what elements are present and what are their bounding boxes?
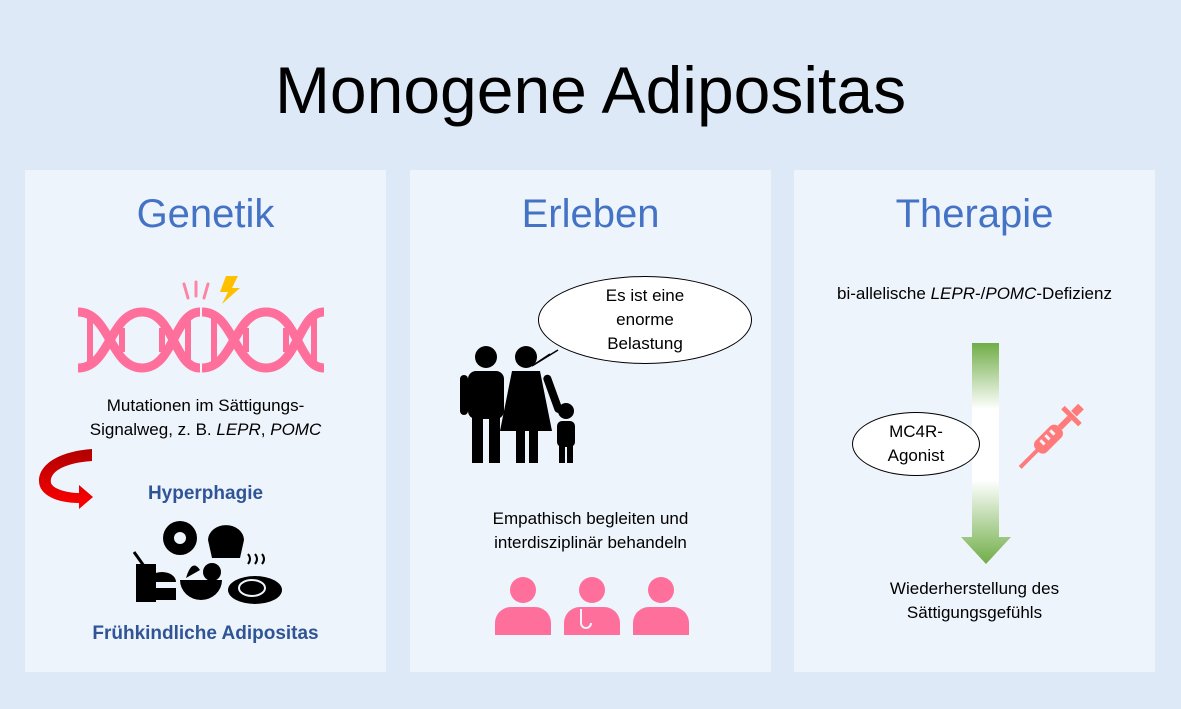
page-title: Monogene Adipositas	[274, 53, 907, 127]
syringe-icon	[1018, 403, 1084, 469]
curved-arrow-icon	[39, 449, 93, 509]
panel-therapie: Therapie bi-allelische LEPR-/POMC-Defizi…	[794, 170, 1155, 672]
heading-genetik: Genetik	[136, 192, 275, 236]
drug-label-ellipse: MC4R-Agonist	[852, 412, 980, 476]
indication-text: bi-allelische LEPR-/POMC-Defizienz	[837, 284, 1112, 303]
stethoscope-icon	[580, 609, 592, 629]
family-icon	[460, 346, 575, 463]
outcome-label: Frühkindliche Adipositas	[92, 623, 319, 644]
food-icons	[132, 521, 282, 604]
heading-erleben: Erleben	[521, 192, 660, 236]
hyperphagie-label: Hyperphagie	[147, 483, 264, 504]
mutation-text: Mutationen im Sättigungs- Signalweg, z. …	[89, 396, 322, 439]
dna-mutation-icon	[77, 276, 325, 373]
down-arrow-icon	[961, 343, 1011, 564]
heading-therapie: Therapie	[895, 192, 1054, 236]
panel-genetik: Genetik Mutationen im Sättigungs- Signal…	[25, 170, 386, 672]
care-team-icons	[495, 577, 689, 635]
